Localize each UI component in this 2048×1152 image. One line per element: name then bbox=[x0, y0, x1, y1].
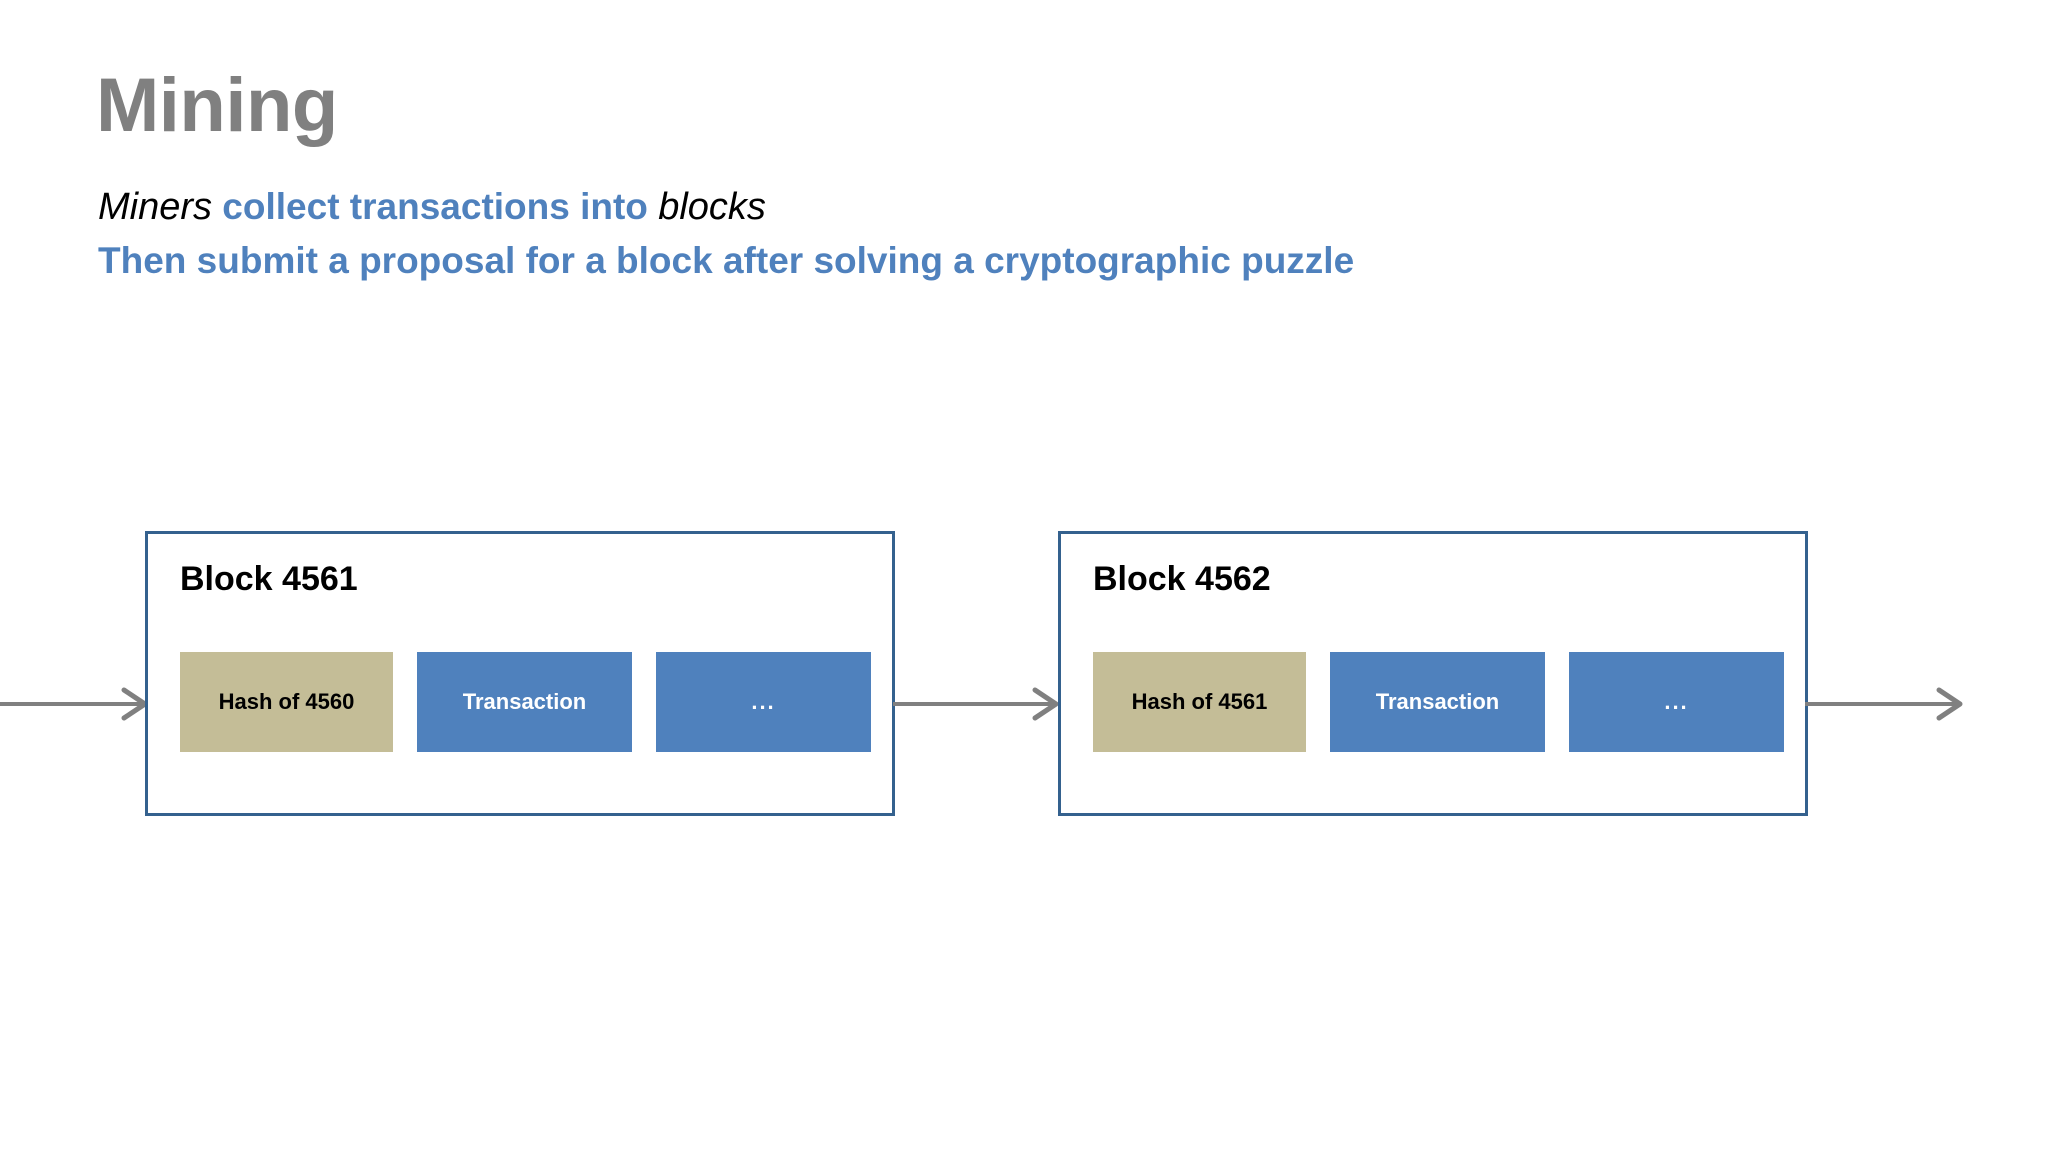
block-4562-cells: Hash of 4561 Transaction ... bbox=[1093, 652, 1784, 752]
block-4562[interactable]: Block 4562 Hash of 4561 Transaction ... bbox=[1058, 531, 1808, 816]
block-4561-label: Block 4561 bbox=[180, 560, 358, 598]
subtitle-line-1-segment-1: Miners bbox=[98, 186, 213, 228]
block-4561-transaction-cell[interactable]: Transaction bbox=[417, 652, 632, 752]
block-4562-label: Block 4562 bbox=[1093, 560, 1271, 598]
block-4562-ellipsis-cell[interactable]: ... bbox=[1569, 652, 1784, 752]
subtitle-line-2: Then submit a proposal for a block after… bbox=[98, 234, 1354, 288]
block-4562-transaction-cell[interactable]: Transaction bbox=[1330, 652, 1545, 752]
subtitle-line-1-segment-3: blocks bbox=[658, 186, 766, 228]
incoming-arrow-icon bbox=[0, 684, 150, 724]
subtitle-block: Miners collect transactions into blocks … bbox=[98, 180, 1354, 288]
block-4561-hash-cell[interactable]: Hash of 4560 bbox=[180, 652, 393, 752]
block-4561-ellipsis-cell[interactable]: ... bbox=[656, 652, 871, 752]
between-blocks-arrow-icon bbox=[893, 684, 1061, 724]
block-4562-hash-cell[interactable]: Hash of 4561 bbox=[1093, 652, 1306, 752]
subtitle-line-1: Miners collect transactions into blocks bbox=[98, 180, 1354, 234]
subtitle-line-2-segment-1: Then submit a proposal for a block after… bbox=[98, 240, 1355, 281]
block-4561[interactable]: Block 4561 Hash of 4560 Transaction ... bbox=[145, 531, 895, 816]
block-4561-cells: Hash of 4560 Transaction ... bbox=[180, 652, 871, 752]
outgoing-arrow-icon bbox=[1805, 684, 1965, 724]
page-title: Mining bbox=[96, 63, 338, 148]
subtitle-line-1-segment-2: collect transactions into bbox=[212, 186, 659, 227]
